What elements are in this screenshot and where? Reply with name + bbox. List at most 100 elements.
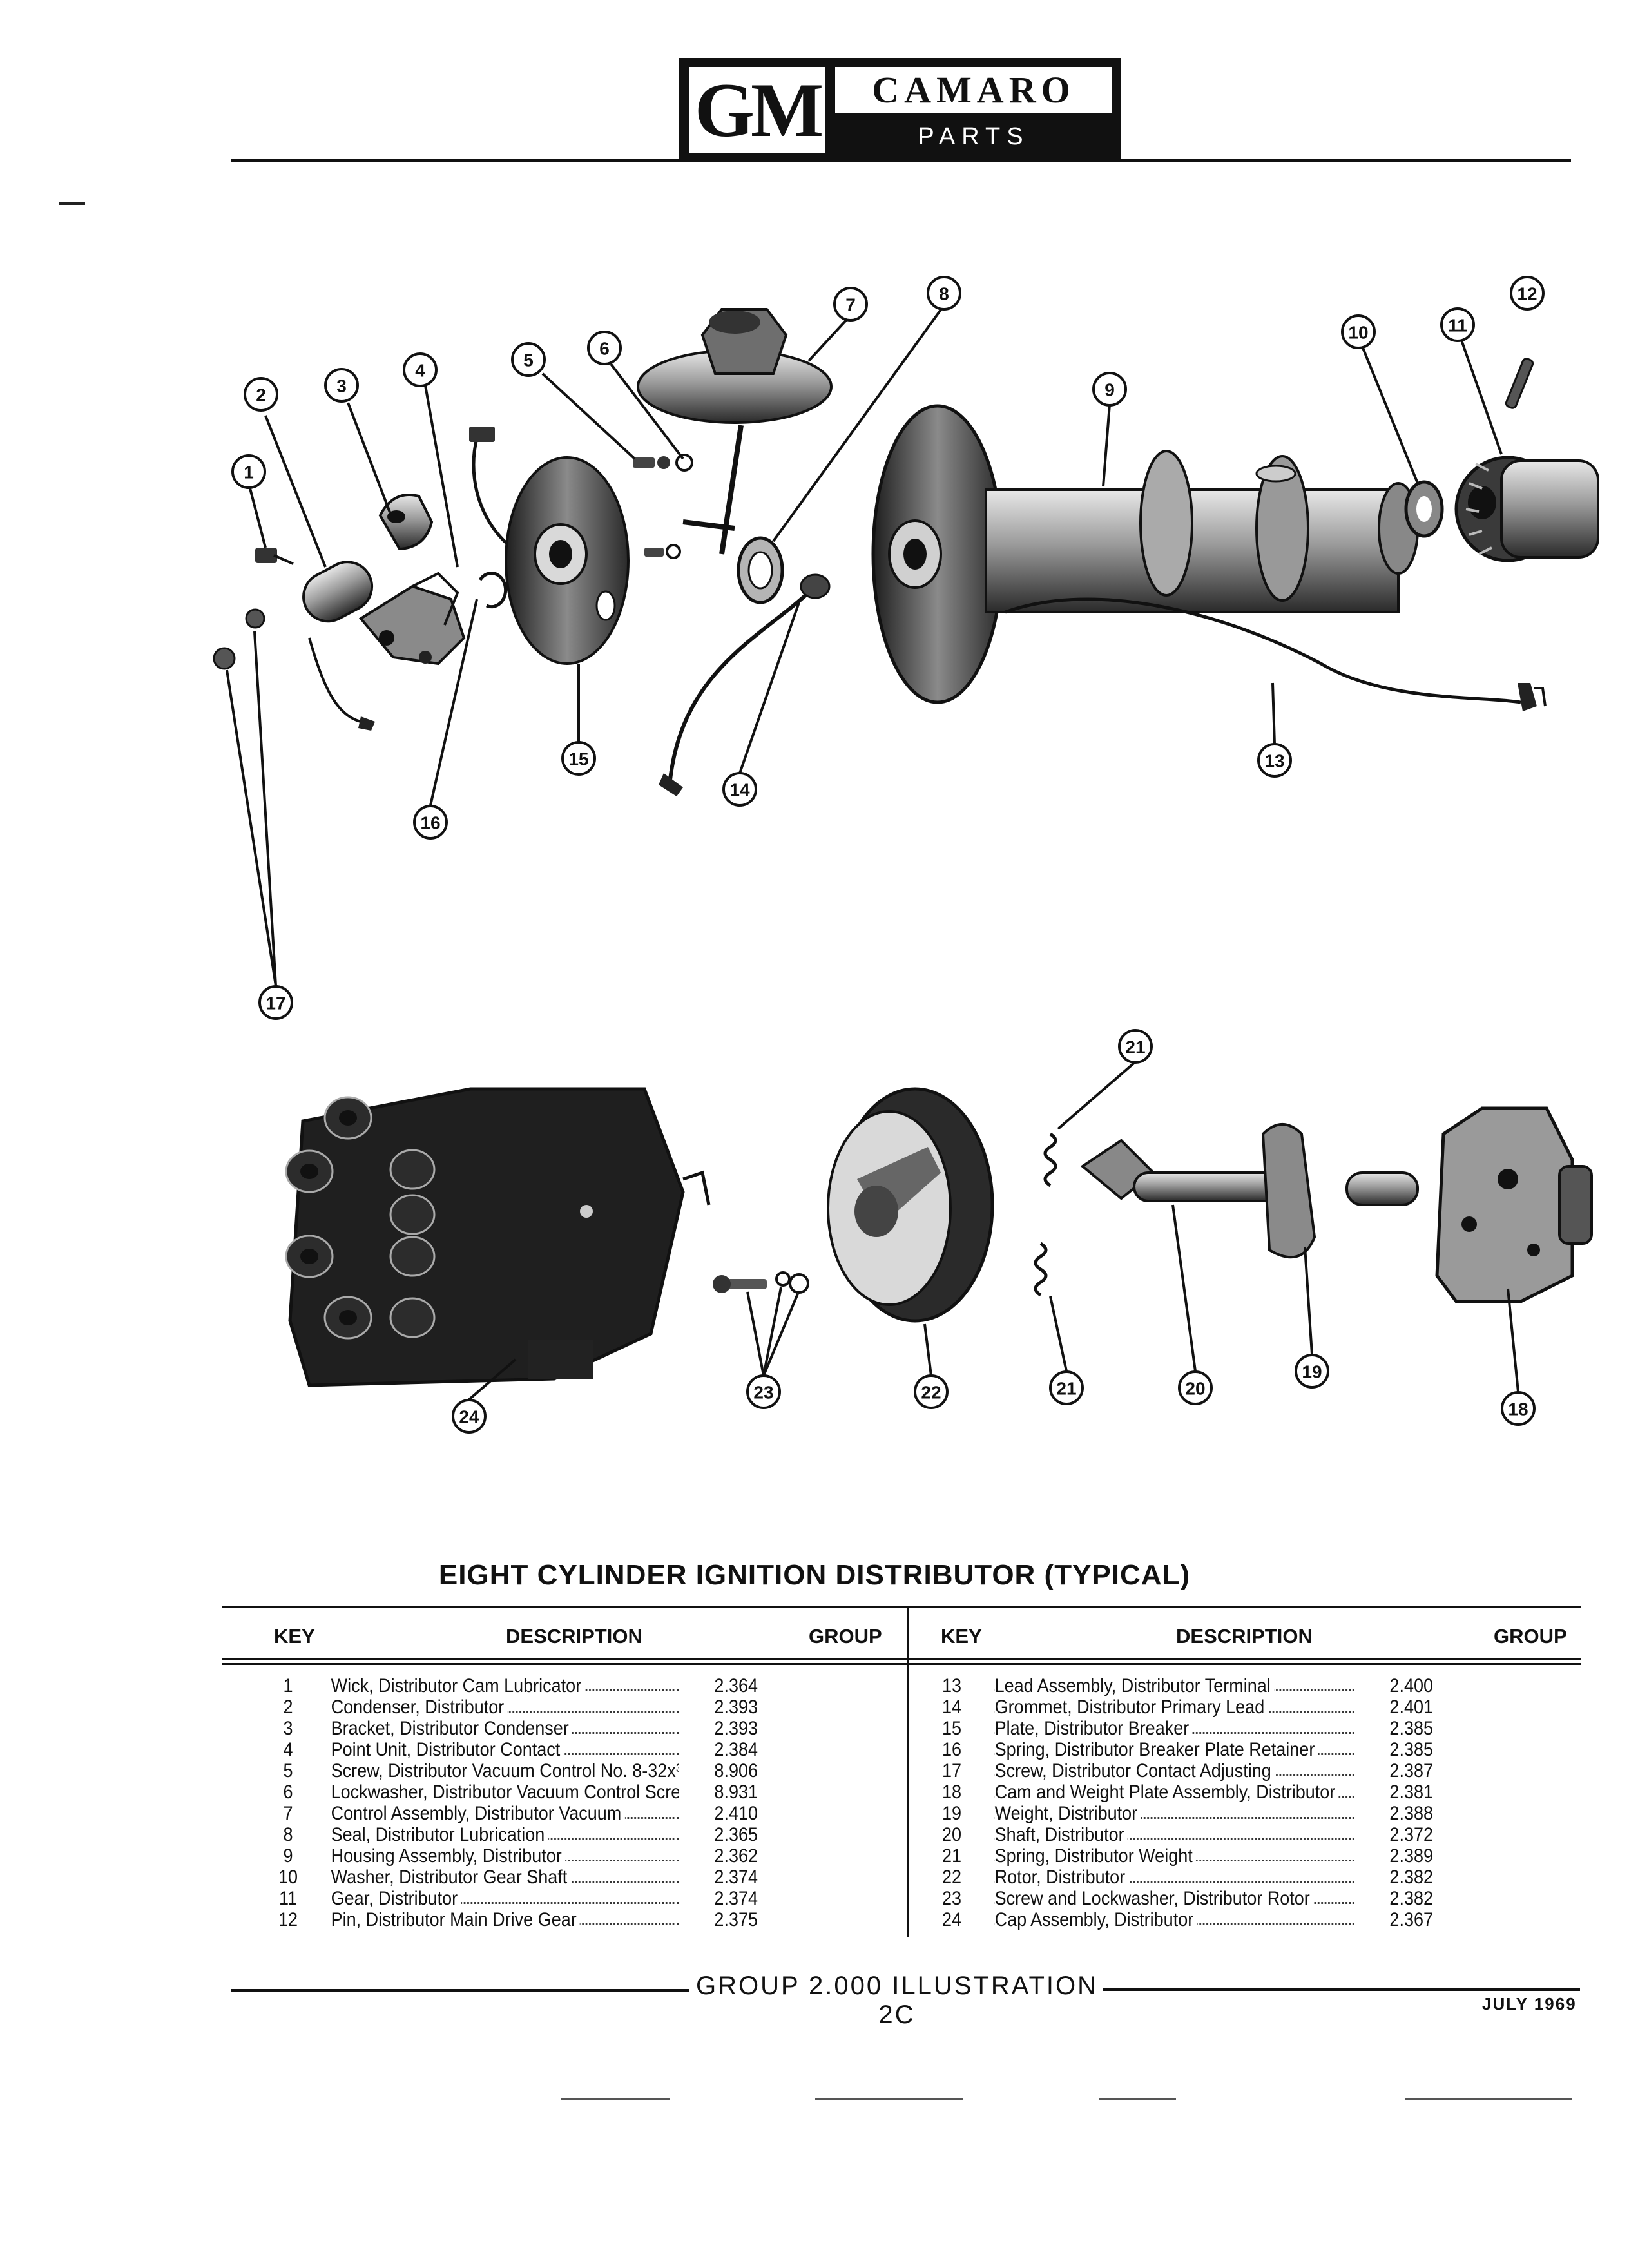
table-header-rule-2 [222,1663,1581,1665]
scan-mark [1099,2098,1176,2100]
callout-16: 16 [413,805,448,840]
exploded-distributor-illustration: 1 2 3 4 5 6 7 8 9 10 11 12 13 14 15 16 1… [213,276,1599,1434]
part-distributor-housing [871,404,1419,704]
footer-rule-right [1103,1988,1580,1991]
row-key: 10 [278,1867,298,1888]
svg-text:9: 9 [1104,380,1115,400]
row-group: 2.382 [1389,1867,1433,1888]
callout-9: 9 [1092,372,1127,407]
row-description: Cap Assembly, Distributor [994,1909,1354,1930]
part-distributor-weights [1261,1123,1419,1259]
header-rule [231,159,1571,162]
part-rotor-screws [713,1271,809,1294]
svg-text:12: 12 [1517,284,1537,304]
scan-mark [1405,2098,1572,2100]
callout-1: 1 [231,454,266,489]
row-group: 8.931 [714,1782,758,1803]
callout-24: 24 [452,1399,487,1434]
row-description: Rotor, Distributor [994,1867,1354,1888]
svg-text:5: 5 [523,351,534,370]
right-header-key: KEY [941,1625,982,1648]
row-key: 6 [283,1782,293,1803]
svg-text:11: 11 [1448,316,1467,336]
part-distributor-shaft [1080,1139,1296,1202]
row-description: Grommet, Distributor Primary Lead [994,1696,1354,1718]
row-group: 2.385 [1389,1739,1433,1760]
row-key: 2 [283,1696,293,1718]
row-description: Lockwasher, Distributor Vacuum Control S… [331,1782,679,1803]
row-group: 2.401 [1389,1696,1433,1718]
row-group: 2.389 [1389,1845,1433,1867]
right-header-group: GROUP [1494,1625,1567,1648]
left-header-key: KEY [274,1625,315,1648]
gm-camaro-logo: GM CAMARO PARTS CATALOGUE [679,58,1121,186]
row-key: 21 [941,1845,962,1867]
part-distributor-gear [1454,456,1599,562]
footer-group-illustration: GROUP 2.000 ILLUSTRATION 2C [695,1972,1099,2029]
svg-text:8: 8 [939,284,949,304]
row-description: Lead Assembly, Distributor Terminal [994,1675,1354,1696]
part-wick [255,548,294,565]
footer-rule-left [231,1989,689,1992]
row-description: Screw and Lockwasher, Distributor Rotor [994,1888,1354,1909]
row-group: 2.365 [714,1824,758,1845]
svg-text:1: 1 [244,463,254,483]
part-gear-shaft-washer [1404,480,1444,538]
row-group: 2.382 [1389,1888,1433,1909]
part-breaker-plate-retainer [478,572,508,609]
svg-text:23: 23 [753,1383,773,1403]
row-key: 8 [283,1824,293,1845]
row-key: 15 [941,1718,962,1739]
callout-leader-lines [226,307,1519,1401]
callout-21-bottom: 21 [1049,1370,1084,1405]
part-distributor-rotor [827,1087,994,1323]
row-key: 20 [941,1824,962,1845]
svg-text:2: 2 [256,385,266,405]
part-cam-weight-plate [1435,1106,1593,1303]
footer-date: JULY 1969 [1482,1994,1577,2013]
svg-text:17: 17 [265,994,285,1014]
row-key: 4 [283,1739,293,1760]
row-group: 2.374 [714,1867,758,1888]
callout-11: 11 [1440,307,1475,342]
row-key: 22 [941,1867,962,1888]
callout-6: 6 [587,331,622,365]
row-group: 2.393 [714,1718,758,1739]
callout-13: 13 [1257,743,1292,778]
callout-15: 15 [561,741,596,776]
callout-20: 20 [1178,1370,1213,1405]
svg-text:16: 16 [420,813,440,833]
logo-gm-mark: GM [689,67,825,153]
row-key: 17 [941,1760,962,1782]
row-description: Cam and Weight Plate Assembly, Distribut… [994,1782,1354,1803]
callout-14: 14 [722,772,757,807]
svg-text:7: 7 [845,295,856,315]
part-contact-adjusting-screws [213,608,265,670]
row-key: 1 [283,1675,293,1696]
row-group: 2.385 [1389,1718,1433,1739]
callout-5: 5 [511,342,546,377]
logo-title: CAMARO [835,67,1112,113]
part-lubrication-seal [737,536,784,604]
left-header-description: DESCRIPTION [506,1625,642,1648]
row-key: 19 [941,1803,962,1824]
right-header-description: DESCRIPTION [1176,1625,1313,1648]
svg-text:4: 4 [415,361,425,381]
row-group: 2.374 [714,1888,758,1909]
part-terminal-lead [1005,597,1547,711]
row-description: Point Unit, Distributor Contact [331,1739,679,1760]
row-group: 2.372 [1389,1824,1433,1845]
row-description: Condenser, Distributor [331,1696,679,1718]
callout-8: 8 [927,276,961,311]
svg-text:6: 6 [599,339,610,359]
svg-text:24: 24 [459,1407,479,1427]
row-description: Wick, Distributor Cam Lubricator [331,1675,679,1696]
row-key: 18 [941,1782,962,1803]
part-weight-springs [1034,1132,1057,1297]
row-group: 2.364 [714,1675,758,1696]
row-group: 2.367 [1389,1909,1433,1930]
row-description: Screw, Distributor Contact Adjusting [994,1760,1354,1782]
svg-text:18: 18 [1508,1399,1528,1419]
row-key: 13 [941,1675,962,1696]
svg-text:19: 19 [1302,1362,1322,1382]
